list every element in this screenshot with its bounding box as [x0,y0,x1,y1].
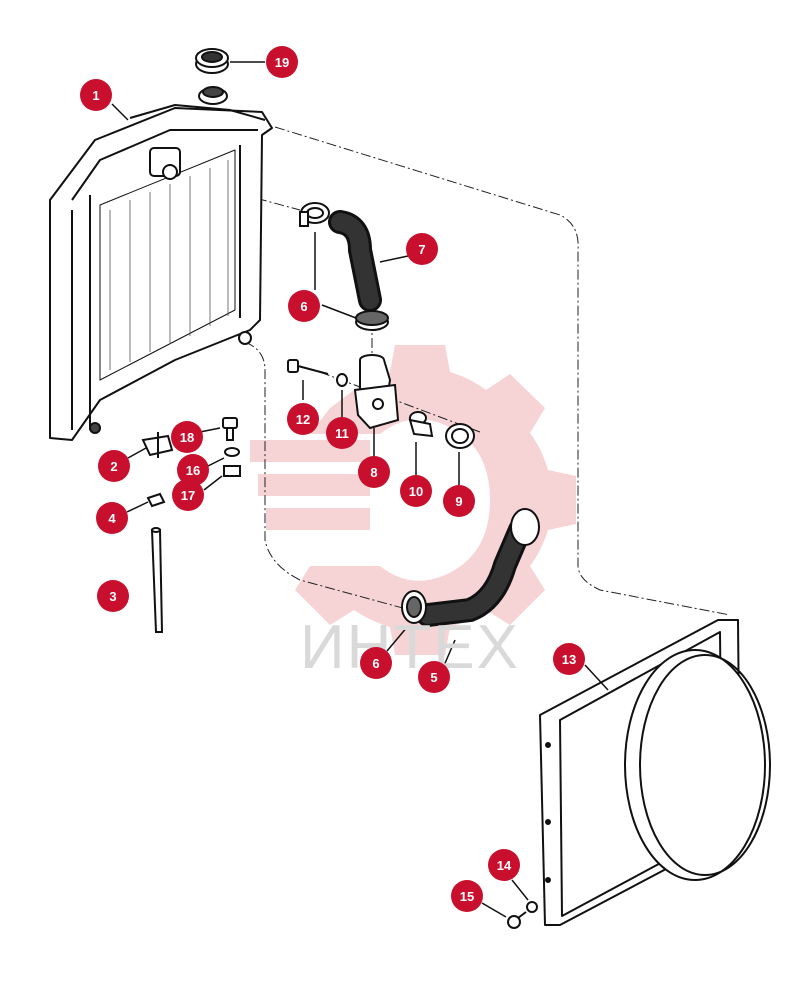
callout-17[interactable]: 17 [172,479,204,511]
callout-6-lower[interactable]: 6 [360,647,392,679]
callout-12[interactable]: 12 [287,403,319,435]
bolt-12 [287,359,329,375]
callout-6-upper[interactable]: 6 [288,290,320,322]
callout-19[interactable]: 19 [266,46,298,78]
lower-hose [416,508,540,627]
callout-5[interactable]: 5 [418,661,450,693]
leader-lines [111,61,609,918]
radiator-cap [195,48,229,74]
thermostat-housing [353,354,400,430]
hose-clip [146,492,166,508]
callout-11[interactable]: 11 [326,417,358,449]
hose-clamp-middle [355,310,389,331]
upper-hose [328,210,382,312]
washer-16 [224,447,240,457]
callout-3[interactable]: 3 [97,580,129,612]
fan-shroud [539,619,771,926]
callout-7[interactable]: 7 [406,233,438,265]
hose-clamp-lower [401,590,427,624]
callout-9[interactable]: 9 [443,485,475,517]
callout-13[interactable]: 13 [553,643,585,675]
callout-18[interactable]: 18 [171,421,203,453]
radiator [49,86,273,441]
callout-4[interactable]: 4 [96,502,128,534]
thermostat [408,411,434,438]
washer-11 [336,373,348,387]
hose-clamp-upper [299,202,330,227]
screw-15 [507,911,527,929]
callout-2[interactable]: 2 [98,450,130,482]
drain-cock [141,432,174,458]
callout-1[interactable]: 1 [80,79,112,111]
callout-8[interactable]: 8 [358,456,390,488]
callout-10[interactable]: 10 [400,475,432,507]
callout-14[interactable]: 14 [488,849,520,881]
bolt-18 [222,417,238,441]
drain-tube [150,527,164,633]
gasket [445,423,475,449]
washer-14 [526,901,538,913]
callout-15[interactable]: 15 [451,880,483,912]
watermark-text: ИНТЕХ [300,613,520,682]
nut-17 [223,465,241,477]
